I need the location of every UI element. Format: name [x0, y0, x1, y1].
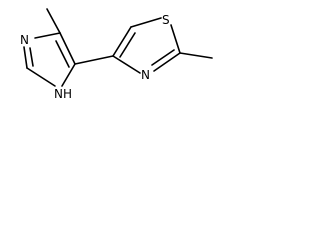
bond-s-c2t: [170, 24, 181, 54]
bond-methyl-to-c4: [46, 8, 61, 34]
bond-c4-c5: [59, 32, 76, 65]
imidazole-ring: [23, 8, 76, 87]
bond-n3-c2: [23, 46, 28, 69]
bond-c5t-s: [130, 17, 162, 28]
thiazole-ring: [112, 17, 213, 74]
bond-c4t-c5t-double: [119, 32, 136, 58]
bond-imidazole-thiazole: [74, 55, 114, 65]
bond-c4-n3: [34, 32, 61, 39]
bond-n-c4t: [112, 55, 141, 74]
bond-c4-c5-double: [55, 40, 70, 68]
atom-label-s-thiazole: S: [162, 13, 170, 27]
molecule-structure: N NH S N: [20, 8, 213, 101]
bond-c2t-n-double: [151, 49, 175, 66]
bond-c2t-methyl: [179, 52, 213, 59]
bond-n3-c2-double: [29, 47, 34, 67]
bond-n1-c5: [61, 63, 76, 87]
atom-label-n-imidazole: N: [20, 33, 29, 47]
bond-c2t-n: [153, 52, 181, 72]
bond-c2-n1: [26, 67, 56, 87]
bond-c4t-c5t: [112, 26, 132, 57]
atom-label-nh-imidazole: NH: [54, 87, 72, 101]
atom-label-n-thiazole: N: [141, 68, 150, 82]
